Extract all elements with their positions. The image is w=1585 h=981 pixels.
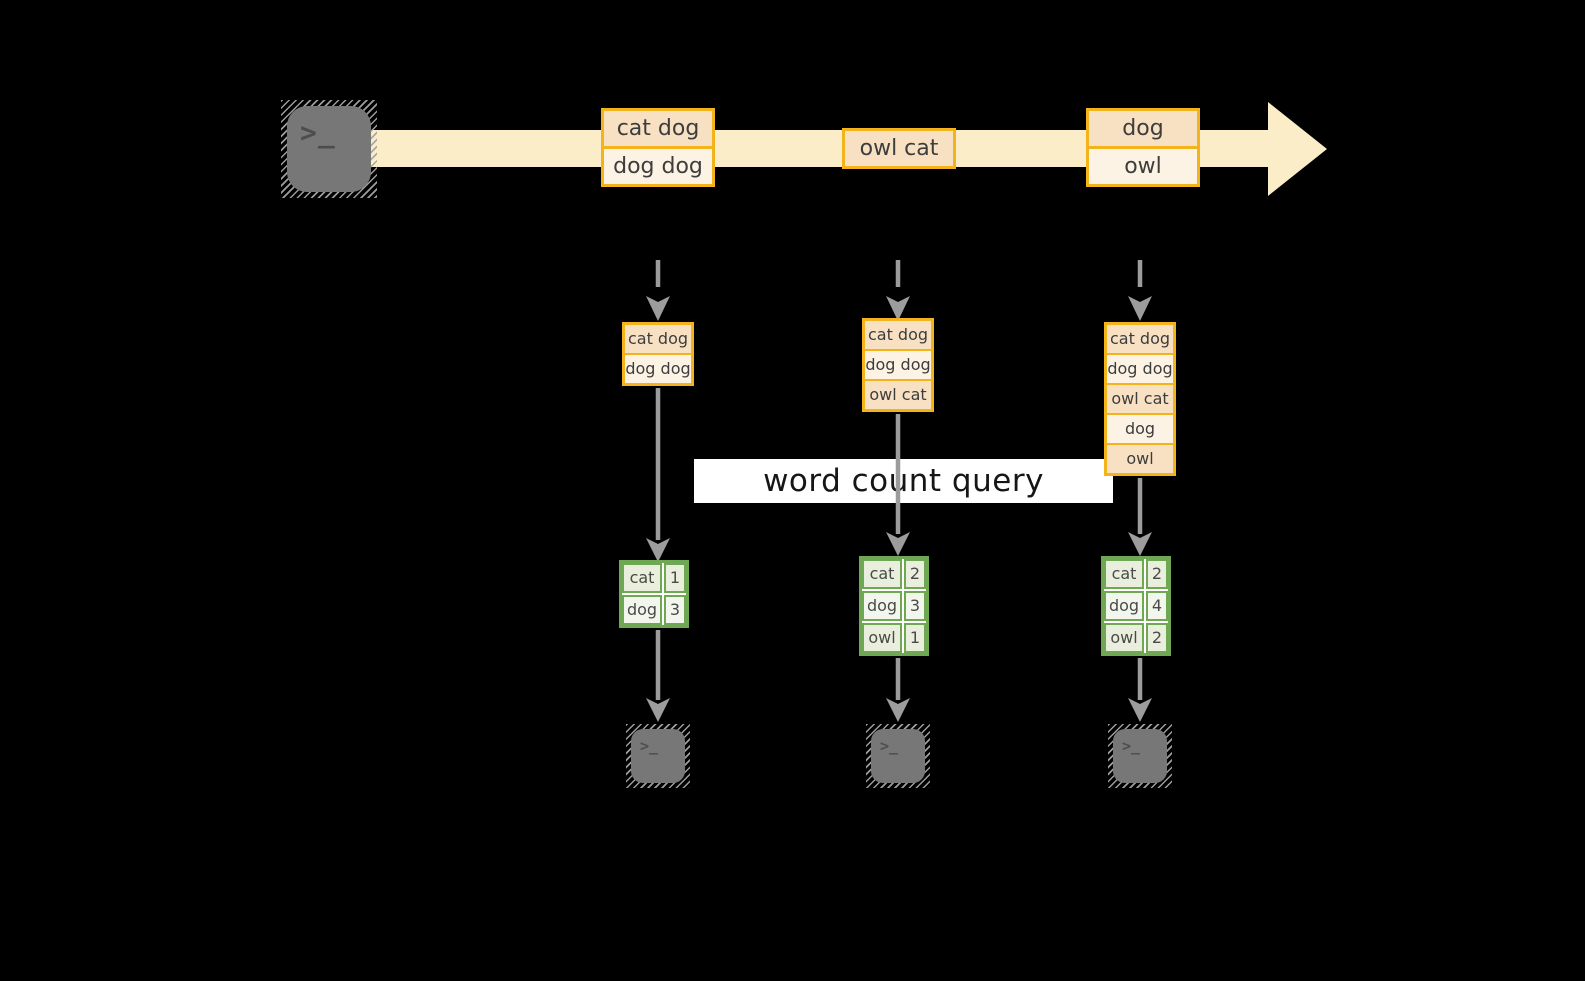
stream-record-1: cat dog dog dog: [601, 108, 715, 187]
record-line: dog dog: [604, 146, 712, 184]
ingest-arrow-1: [646, 260, 670, 321]
buffer-line: cat dog: [1107, 325, 1173, 353]
buffer-line: owl cat: [1107, 383, 1173, 413]
terminal-prompt-glyph: >_: [640, 737, 659, 755]
word-cell: owl: [862, 623, 902, 653]
record-buffer-3: cat dog dog dog owl cat dog owl: [1104, 322, 1176, 476]
count-cell: 1: [904, 623, 926, 653]
word-count-table-2: cat 2 dog 3 owl 1: [859, 556, 929, 656]
output-arrow-1: [646, 630, 670, 722]
buffer-line: cat dog: [625, 325, 691, 353]
terminal-screen: >_: [287, 106, 371, 192]
sink-terminal-icon-1: >_: [626, 724, 690, 788]
buffer-line: owl cat: [865, 379, 931, 409]
terminal-prompt-glyph: >_: [1122, 737, 1141, 755]
terminal-prompt-glyph: >_: [880, 737, 899, 755]
record-line: dog: [1089, 111, 1197, 146]
word-cell: cat: [1104, 559, 1144, 589]
sink-terminal-icon-3: >_: [1108, 724, 1172, 788]
terminal-prompt-glyph: >_: [300, 116, 336, 149]
stream-record-2: owl cat: [842, 128, 956, 169]
buffer-line: dog dog: [625, 353, 691, 383]
word-cell: cat: [622, 563, 662, 593]
sink-terminal-icon-2: >_: [866, 724, 930, 788]
count-cell: 1: [664, 563, 686, 593]
buffer-line: dog dog: [1107, 353, 1173, 383]
record-line: owl cat: [845, 131, 953, 166]
word-cell: cat: [862, 559, 902, 589]
record-buffer-2: cat dog dog dog owl cat: [862, 318, 934, 412]
count-cell: 4: [1146, 591, 1168, 621]
stream-record-3: dog owl: [1086, 108, 1200, 187]
count-cell: 2: [1146, 559, 1168, 589]
query-label: word count query: [763, 463, 1044, 499]
terminal-screen: >_: [631, 729, 685, 783]
ingest-arrow-3: [1128, 260, 1152, 321]
query-arrow-3: [1128, 478, 1152, 556]
ingest-arrow-2: [886, 260, 910, 321]
record-line: owl: [1089, 146, 1197, 184]
word-cell: owl: [1104, 623, 1144, 653]
record-buffer-1: cat dog dog dog: [622, 322, 694, 386]
word-count-table-1: cat 1 dog 3: [619, 560, 689, 628]
query-label-box: word count query: [694, 459, 1113, 503]
word-cell: dog: [862, 591, 902, 621]
count-cell: 2: [1146, 623, 1168, 653]
buffer-line: cat dog: [865, 321, 931, 349]
buffer-line: owl: [1107, 443, 1173, 473]
word-cell: dog: [622, 595, 662, 625]
output-arrow-3: [1128, 658, 1152, 722]
word-count-table-3: cat 2 dog 4 owl 2: [1101, 556, 1171, 656]
query-arrow-1: [646, 388, 670, 562]
count-cell: 2: [904, 559, 926, 589]
terminal-screen: >_: [871, 729, 925, 783]
word-cell: dog: [1104, 591, 1144, 621]
count-cell: 3: [904, 591, 926, 621]
source-terminal-icon: >_: [281, 100, 377, 198]
buffer-line: dog dog: [865, 349, 931, 379]
buffer-line: dog: [1107, 413, 1173, 443]
terminal-screen: >_: [1113, 729, 1167, 783]
count-cell: 3: [664, 595, 686, 625]
record-line: cat dog: [604, 111, 712, 146]
output-arrow-2: [886, 658, 910, 722]
